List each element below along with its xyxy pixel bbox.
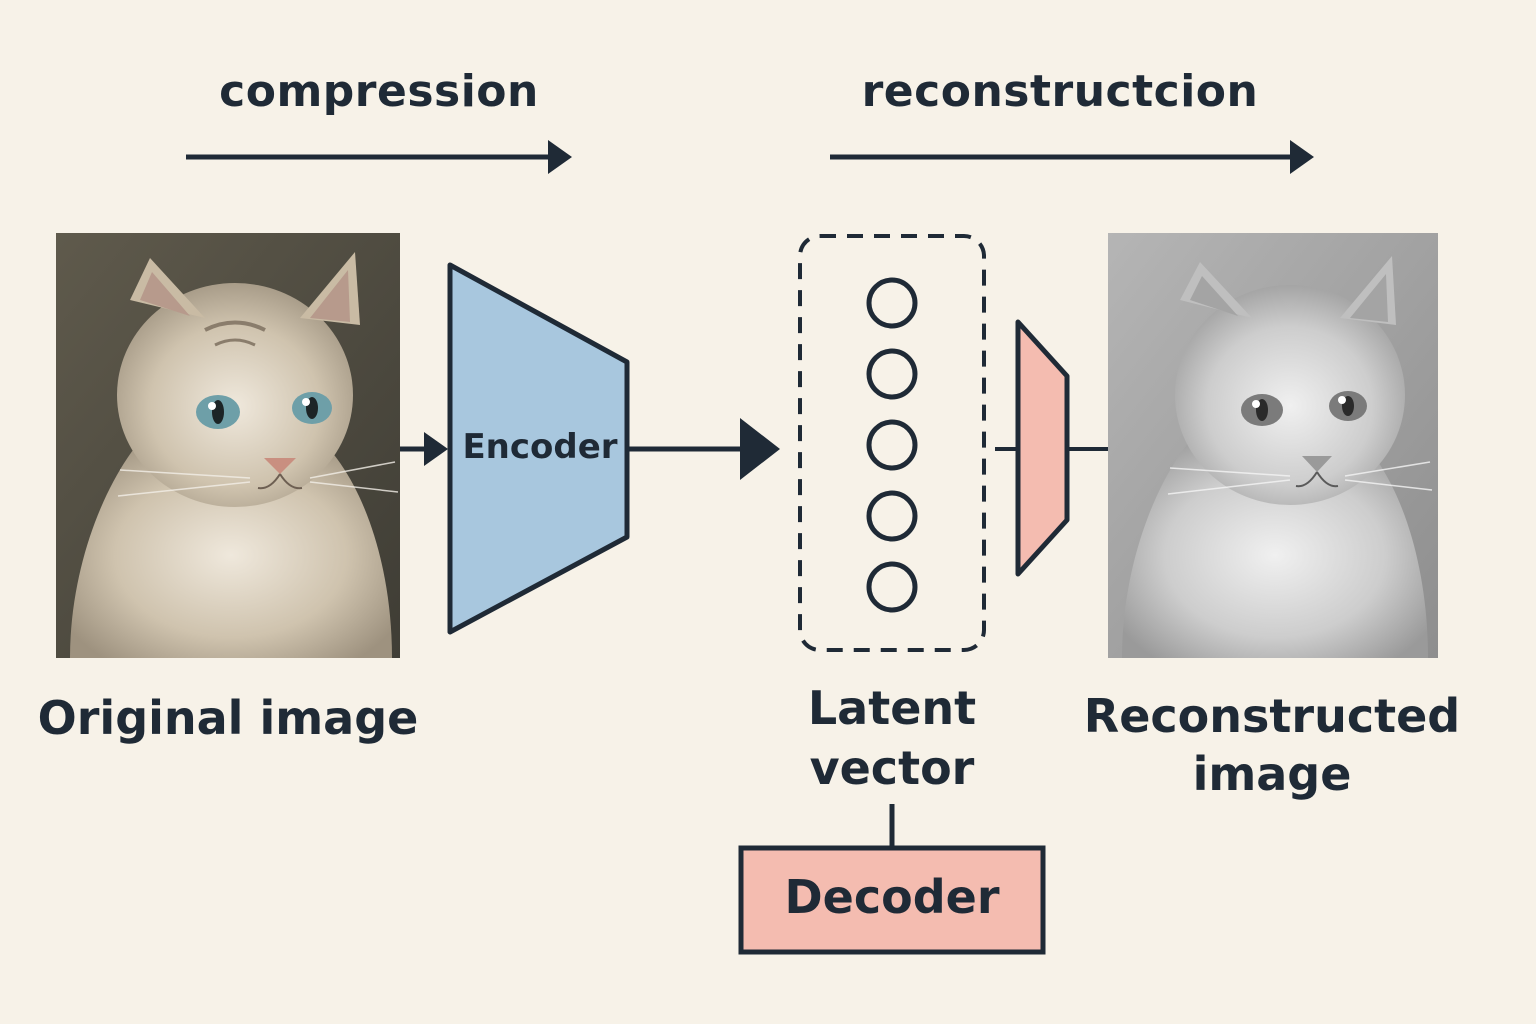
reconstruction-arrow <box>830 140 1314 174</box>
arrow-to-encoder <box>400 432 448 466</box>
latent-unit-circle <box>866 348 918 400</box>
arrow-to-latent <box>627 418 780 480</box>
latent-unit-circle <box>866 419 918 471</box>
latent-unit-circle <box>866 561 918 613</box>
decoder-shape <box>1015 319 1070 577</box>
latent-vector-box <box>798 234 986 652</box>
encoder-block <box>447 262 630 635</box>
original-image-caption: Original image <box>37 691 419 745</box>
compression-label: compression <box>219 66 539 117</box>
decoder-box <box>738 845 1046 955</box>
decoder-label: Decoder <box>784 870 1000 924</box>
reconstructed-image-caption-line1: Reconstructed <box>1083 689 1461 743</box>
compression-arrow <box>186 140 572 174</box>
reconstruction-label: reconstructcion <box>861 66 1259 117</box>
original-image <box>56 233 400 658</box>
latent-vector-caption-line1: Latent <box>807 681 977 735</box>
encoder-label: Encoder <box>462 427 618 467</box>
latent-vector-caption-line2: vector <box>809 741 975 795</box>
reconstructed-image-caption-line2: image <box>1192 747 1352 801</box>
latent-unit-circle <box>866 490 918 542</box>
latent-units <box>866 277 918 613</box>
latent-unit-circle <box>866 277 918 329</box>
reconstructed-image <box>1108 233 1438 658</box>
